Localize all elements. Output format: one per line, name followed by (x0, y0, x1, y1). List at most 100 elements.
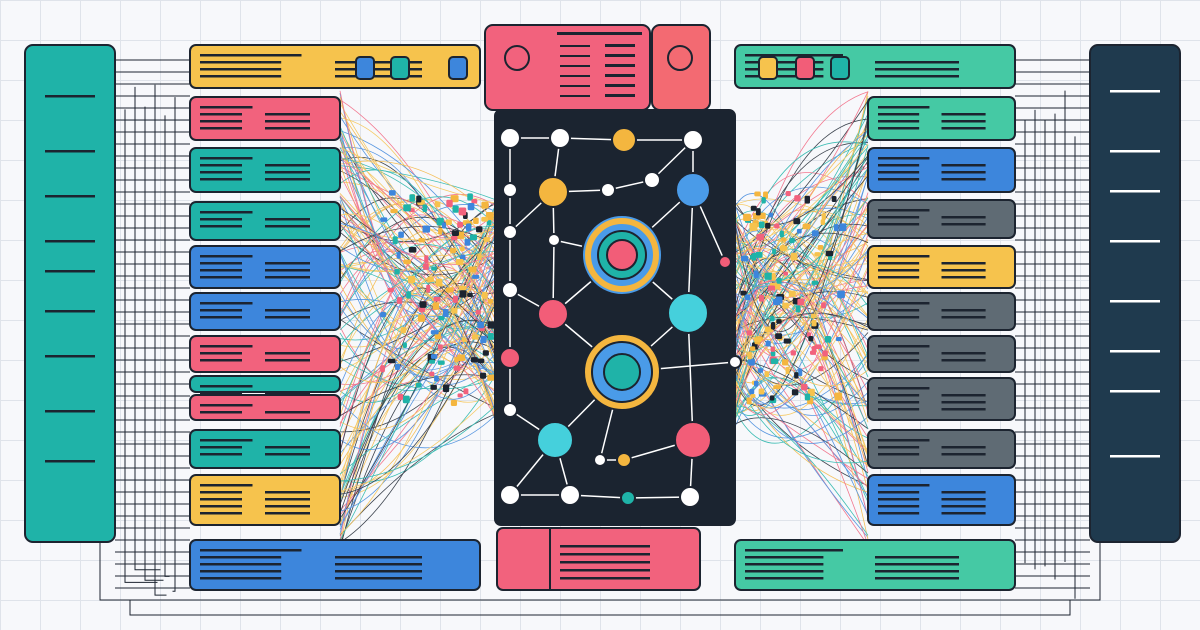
right-box-bg (867, 96, 1016, 141)
bottom-card (496, 527, 701, 591)
data-pixel (768, 212, 774, 218)
fiber-line (339, 262, 498, 424)
top-card (484, 24, 711, 111)
data-pixel (755, 208, 761, 216)
text-line (200, 218, 242, 221)
panel-text-line (1110, 300, 1160, 303)
text-line (560, 569, 650, 572)
data-pixel (788, 290, 796, 297)
panel-text-line (1110, 190, 1160, 193)
data-pixel (770, 315, 775, 322)
connector-line (154, 84, 167, 596)
data-pixel (454, 356, 459, 363)
data-pixel (775, 333, 783, 340)
text-line (941, 216, 986, 219)
fiber-line (734, 197, 869, 282)
data-pixel (455, 259, 464, 266)
text-line (560, 545, 650, 548)
data-pixel (402, 342, 407, 348)
bottom-card-bg (496, 527, 701, 591)
text-line (265, 491, 310, 494)
text-line (200, 113, 242, 116)
text-line (878, 178, 920, 181)
data-pixel (835, 336, 842, 342)
text-line (941, 352, 986, 355)
text-line (878, 255, 930, 258)
data-pixel (767, 285, 776, 291)
panel-text-line (45, 195, 95, 198)
fiber-line (339, 262, 498, 409)
network-node (593, 453, 607, 467)
text-line (265, 113, 310, 116)
text-line (560, 55, 590, 57)
text-line (200, 491, 242, 494)
data-pixel (779, 230, 784, 238)
data-pixel (747, 351, 752, 360)
right-box (734, 539, 1016, 591)
fiber-line (734, 141, 869, 276)
text-line (941, 127, 986, 130)
data-pixel (753, 270, 759, 279)
text-line (200, 120, 242, 123)
right-box (867, 377, 1016, 421)
fiber-line (734, 130, 869, 345)
fiber-line (339, 321, 498, 433)
text-line (560, 561, 650, 564)
data-pixel (483, 237, 490, 242)
fiber-line (339, 158, 498, 310)
text-line (200, 549, 302, 552)
fiber-line (339, 251, 498, 331)
text-line (875, 556, 959, 559)
panel-text-line (45, 270, 95, 273)
data-pixel (810, 313, 816, 319)
text-line (335, 75, 422, 78)
data-pixel (445, 287, 454, 293)
network-node (499, 347, 521, 369)
data-pixel (821, 302, 826, 309)
data-pixel (418, 306, 426, 313)
fiber-line (734, 175, 869, 344)
data-pixel (475, 310, 481, 315)
text-line (200, 512, 242, 515)
connector-line (99, 540, 1101, 601)
text-line (875, 61, 959, 64)
data-pixel (471, 198, 478, 204)
text-line (265, 127, 310, 130)
data-pixel (770, 351, 776, 357)
text-line (745, 75, 824, 78)
text-line (265, 359, 310, 362)
fiber-line (734, 281, 869, 386)
data-pixel (458, 285, 467, 291)
fiber-line (734, 376, 869, 464)
data-pixel (400, 327, 407, 334)
left-panel (24, 44, 116, 543)
data-pixel (468, 266, 477, 273)
data-pixel (811, 230, 819, 237)
text-line (605, 64, 635, 67)
text-line (745, 54, 843, 57)
left-box (189, 429, 341, 469)
text-line (335, 570, 422, 573)
text-line (265, 171, 310, 174)
data-pixel (758, 294, 764, 302)
text-line (878, 408, 920, 411)
text-line (941, 505, 986, 508)
network-node (502, 224, 518, 240)
fiber-line (339, 291, 498, 431)
data-pixel (476, 226, 483, 233)
fiber-line (734, 98, 869, 320)
data-pixel (774, 223, 780, 229)
text-line (878, 120, 920, 123)
data-pixel (785, 191, 791, 197)
data-pixel (427, 276, 434, 282)
data-pixel (794, 372, 799, 379)
data-pixel (758, 388, 765, 395)
panel-text-line (1110, 350, 1160, 353)
data-pixel (435, 278, 443, 287)
data-pixel (754, 337, 762, 343)
data-pixel (434, 375, 439, 382)
fiber-line (734, 235, 869, 319)
data-pixel (793, 218, 801, 225)
right-box (867, 292, 1016, 331)
